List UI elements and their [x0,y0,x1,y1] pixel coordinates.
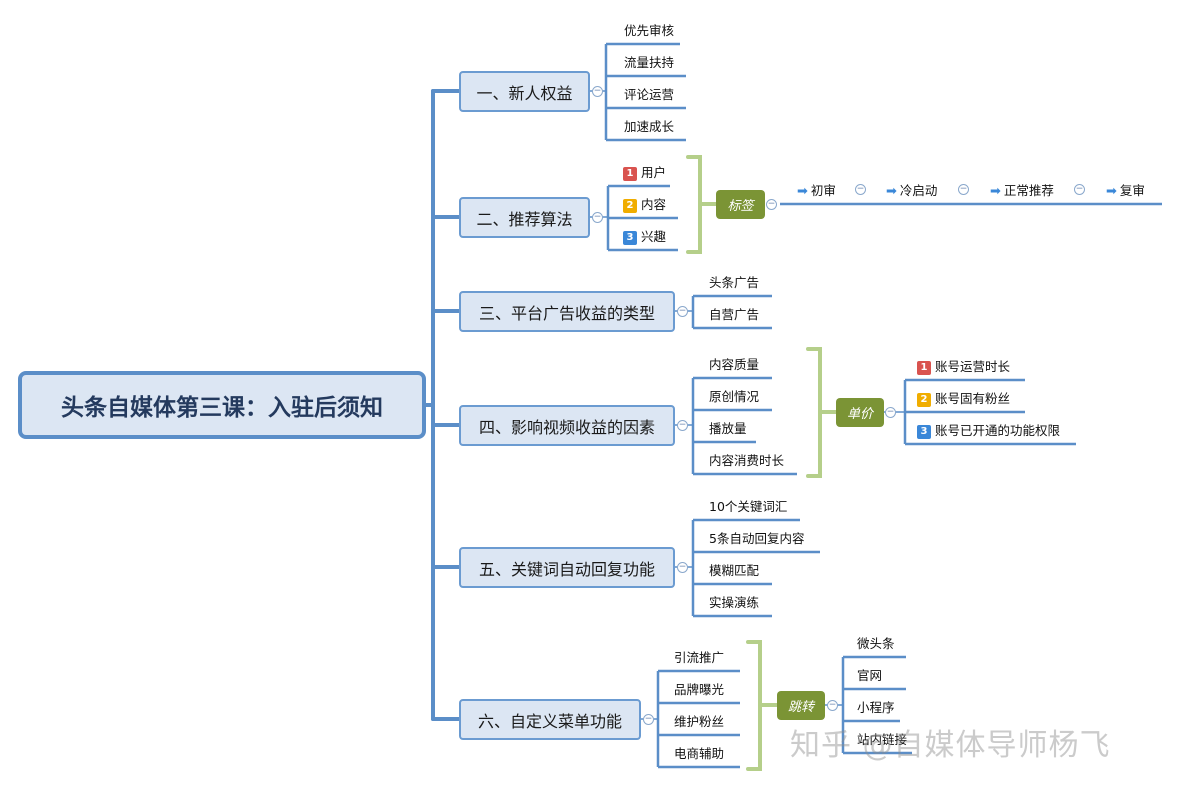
priority-1-icon: 1 [623,167,637,181]
leaf-enabled-permissions-label: 账号已开通的功能权限 [935,423,1061,438]
root-topic[interactable]: 头条自媒体第三课：入驻后须知 [18,371,426,439]
priority-3-icon: 3 [623,231,637,245]
collapse-toggle-tag-jump[interactable]: − [827,700,838,711]
leaf-originality[interactable]: 原创情况 [709,389,760,404]
collapse-toggle-tag-price[interactable]: − [885,407,896,418]
tag-label-node[interactable]: 标签 [716,190,765,219]
collapse-toggle-flow-2[interactable]: − [958,184,969,195]
arrow-right-icon: ➡ [990,184,1001,199]
flow-step-re-review-label: 复审 [1119,183,1145,198]
branch-newcomer-benefits[interactable]: 一、新人权益 [459,71,590,112]
priority-3-icon: 3 [917,425,931,439]
leaf-official-site[interactable]: 官网 [857,668,883,683]
tag-jump-node[interactable]: 跳转 [777,691,825,720]
leaf-toutiao-ads[interactable]: 头条广告 [709,275,760,290]
branch-keyword-auto-reply[interactable]: 五、关键词自动回复功能 [459,547,675,588]
leaf-play-count[interactable]: 播放量 [709,421,747,436]
collapse-toggle-branch5[interactable]: − [677,562,688,573]
leaf-interest[interactable]: 3 兴趣 [623,229,666,245]
leaf-ecommerce-support[interactable]: 电商辅助 [674,746,725,761]
collapse-toggle-branch2[interactable]: − [592,212,603,223]
leaf-inherent-fans[interactable]: 2 账号固有粉丝 [917,391,1010,407]
flow-step-normal-recommend-label: 正常推荐 [1003,183,1054,198]
leaf-interest-label: 兴趣 [641,229,667,244]
leaf-mini-program[interactable]: 小程序 [857,700,895,715]
flow-step-cold-start-label: 冷启动 [899,183,938,198]
collapse-toggle-branch4[interactable]: − [677,420,688,431]
leaf-ten-keywords[interactable]: 10个关键词汇 [709,499,788,514]
priority-2-icon: 2 [917,393,931,407]
priority-1-icon: 1 [917,361,931,375]
leaf-internal-link[interactable]: 站内链接 [857,732,908,747]
arrow-right-icon: ➡ [1106,184,1117,199]
leaf-fuzzy-match[interactable]: 模糊匹配 [709,563,760,578]
leaf-brand-exposure[interactable]: 品牌曝光 [674,682,725,697]
leaf-account-duration-label: 账号运营时长 [935,359,1011,374]
leaf-priority-review[interactable]: 优先审核 [624,23,675,38]
flow-step-initial-review-label: 初审 [810,183,836,198]
collapse-toggle-branch1[interactable]: − [592,86,603,97]
collapse-toggle-tag-label[interactable]: − [766,199,777,210]
leaf-micro-toutiao[interactable]: 微头条 [857,636,895,651]
arrow-right-icon: ➡ [797,184,808,199]
watermark: 知乎 @自媒体导师杨飞 [790,728,1111,763]
leaf-user[interactable]: 1 用户 [623,165,666,181]
flow-step-initial-review[interactable]: ➡初审 [797,183,836,200]
leaf-self-operated-ads[interactable]: 自营广告 [709,307,760,322]
leaf-maintain-fans[interactable]: 维护粉丝 [674,714,725,729]
leaf-enabled-permissions[interactable]: 3 账号已开通的功能权限 [917,423,1060,439]
leaf-account-duration[interactable]: 1 账号运营时长 [917,359,1010,375]
flow-step-normal-recommend[interactable]: ➡正常推荐 [990,183,1054,200]
leaf-content[interactable]: 2 内容 [623,197,666,213]
leaf-user-label: 用户 [641,165,667,180]
collapse-toggle-flow-1[interactable]: − [855,184,866,195]
leaf-accelerate-growth[interactable]: 加速成长 [624,119,675,134]
branch-recommend-algorithm[interactable]: 二、推荐算法 [459,197,590,238]
leaf-hands-on-practice[interactable]: 实操演练 [709,595,760,610]
priority-2-icon: 2 [623,199,637,213]
collapse-toggle-branch6[interactable]: − [643,714,654,725]
leaf-inherent-fans-label: 账号固有粉丝 [935,391,1011,406]
leaf-comment-operation[interactable]: 评论运营 [624,87,675,102]
leaf-five-auto-replies[interactable]: 5条自动回复内容 [709,531,805,546]
branch-video-revenue-factors[interactable]: 四、影响视频收益的因素 [459,405,675,446]
leaf-content-label: 内容 [641,197,667,212]
leaf-traffic-support[interactable]: 流量扶持 [624,55,675,70]
collapse-toggle-flow-3[interactable]: − [1074,184,1085,195]
arrow-right-icon: ➡ [886,184,897,199]
leaf-consumption-duration[interactable]: 内容消费时长 [709,453,785,468]
flow-step-re-review[interactable]: ➡复审 [1106,183,1145,200]
leaf-traffic-promotion[interactable]: 引流推广 [674,650,725,665]
collapse-toggle-branch3[interactable]: − [677,306,688,317]
branch-custom-menu[interactable]: 六、自定义菜单功能 [459,699,641,740]
flow-step-cold-start[interactable]: ➡冷启动 [886,183,937,200]
leaf-content-quality[interactable]: 内容质量 [709,357,760,372]
branch-ad-revenue-types[interactable]: 三、平台广告收益的类型 [459,291,675,332]
tag-unit-price-node[interactable]: 单价 [836,398,884,427]
